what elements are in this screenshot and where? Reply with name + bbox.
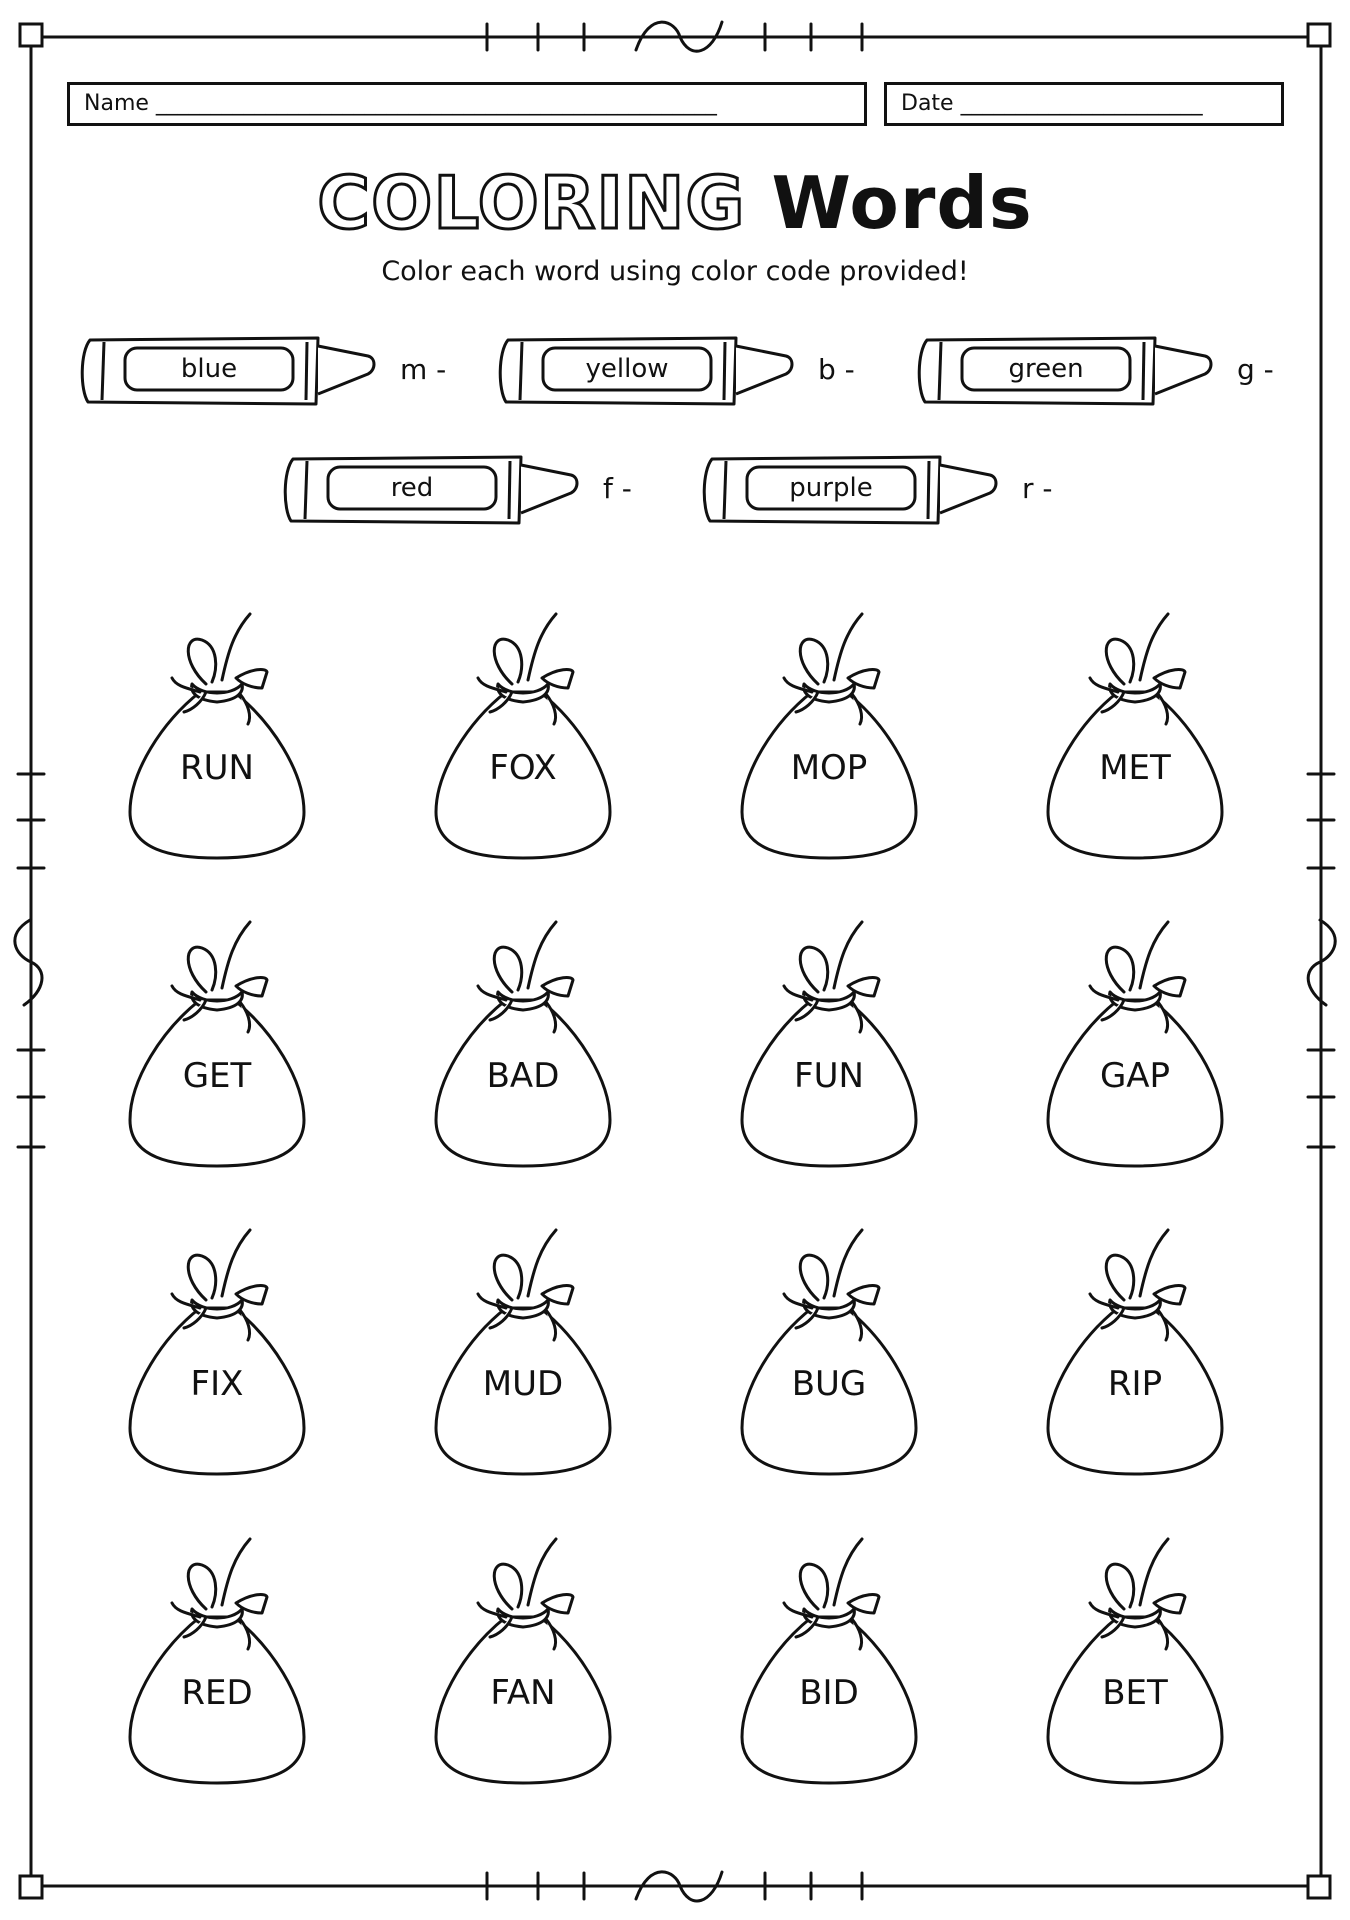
money-bag-icon <box>434 612 612 860</box>
word-bag-fan[interactable]: FAN <box>428 1537 618 1787</box>
bag-word-label: MUD <box>482 1364 564 1404</box>
crayon-label: green <box>1008 354 1084 384</box>
word-bag-bid[interactable]: BID <box>734 1537 924 1787</box>
word-bag-red[interactable]: RED <box>122 1537 312 1787</box>
bag-word-label: RIP <box>1107 1364 1163 1404</box>
money-bag-icon <box>128 1228 306 1476</box>
money-bag-icon <box>740 1537 918 1785</box>
crayon-icon <box>283 455 579 525</box>
money-bag-icon <box>1046 920 1224 1168</box>
bag-word-label: RED <box>181 1673 253 1713</box>
bag-word-label: RUN <box>180 748 254 788</box>
crayon-label: red <box>390 473 434 503</box>
crayon-key-green: green g - <box>915 330 1274 410</box>
word-bag-fox[interactable]: FOX <box>428 612 618 862</box>
crayon-icon <box>702 455 998 525</box>
crayon-key-blue: blue m - <box>78 330 446 410</box>
bag-word-label: BID <box>799 1673 859 1713</box>
word-bag-bet[interactable]: BET <box>1040 1537 1230 1787</box>
crayon-code-letter: m - <box>400 353 447 386</box>
money-bag-icon <box>434 920 612 1168</box>
page-title: COLORING Words <box>0 158 1350 248</box>
word-bag-mud[interactable]: MUD <box>428 1228 618 1478</box>
word-bag-bug[interactable]: BUG <box>734 1228 924 1478</box>
crayon-key-red: red f - <box>281 449 632 529</box>
bag-word-label: GAP <box>1099 1056 1171 1096</box>
title-solid-word: Words <box>771 161 1033 245</box>
bag-word-label: BAD <box>486 1056 560 1096</box>
crayon-label: purple <box>789 473 873 503</box>
name-label: Name <box>84 91 149 116</box>
bag-word-label: FUN <box>794 1056 864 1096</box>
word-bag-gap[interactable]: GAP <box>1040 920 1230 1170</box>
bag-word-label: FIX <box>190 1364 244 1404</box>
crayon-icon <box>917 336 1213 406</box>
crayon-code-letter: b - <box>818 353 855 386</box>
title-outline-word: COLORING <box>316 160 746 247</box>
crayon-code-letter: f - <box>603 472 632 505</box>
name-field[interactable]: Name ___________________________________… <box>67 82 867 126</box>
word-bag-fix[interactable]: FIX <box>122 1228 312 1478</box>
money-bag-icon <box>434 1537 612 1785</box>
bag-word-label: GET <box>182 1056 252 1096</box>
word-bag-run[interactable]: RUN <box>122 612 312 862</box>
crayon-icon <box>498 336 794 406</box>
word-bag-bad[interactable]: BAD <box>428 920 618 1170</box>
crayon-label: blue <box>180 354 238 384</box>
bag-word-label: FAN <box>490 1673 556 1713</box>
crayon-key-purple: purple r - <box>700 449 1053 529</box>
name-blank: ________________________________________… <box>155 91 717 116</box>
word-bag-fun[interactable]: FUN <box>734 920 924 1170</box>
crayon-label: yellow <box>585 354 669 384</box>
instructions: Color each word using color code provide… <box>381 256 969 287</box>
word-bag-get[interactable]: GET <box>122 920 312 1170</box>
bag-word-label: FOX <box>489 748 557 788</box>
date-blank: ______________________ <box>960 91 1203 116</box>
money-bag-icon <box>740 612 918 860</box>
date-label: Date <box>901 91 954 116</box>
money-bag-icon <box>128 920 306 1168</box>
crayon-code-letter: r - <box>1022 472 1053 505</box>
money-bag-icon <box>740 1228 918 1476</box>
money-bag-icon <box>740 920 918 1168</box>
money-bag-icon <box>1046 612 1224 860</box>
crayon-code-letter: g - <box>1237 353 1274 386</box>
crayon-icon <box>80 336 376 406</box>
money-bag-icon <box>1046 1228 1224 1476</box>
word-bag-met[interactable]: MET <box>1040 612 1230 862</box>
bag-word-label: BUG <box>791 1364 867 1404</box>
money-bag-icon <box>434 1228 612 1476</box>
bag-word-label: MET <box>1099 748 1171 788</box>
bag-word-label: BET <box>1102 1673 1168 1713</box>
word-bag-mop[interactable]: MOP <box>734 612 924 862</box>
bag-word-label: MOP <box>790 748 868 788</box>
word-bag-rip[interactable]: RIP <box>1040 1228 1230 1478</box>
money-bag-icon <box>1046 1537 1224 1785</box>
money-bag-icon <box>128 612 306 860</box>
money-bag-icon <box>128 1537 306 1785</box>
crayon-key-yellow: yellow b - <box>496 330 855 410</box>
date-field[interactable]: Date ______________________ <box>884 82 1284 126</box>
